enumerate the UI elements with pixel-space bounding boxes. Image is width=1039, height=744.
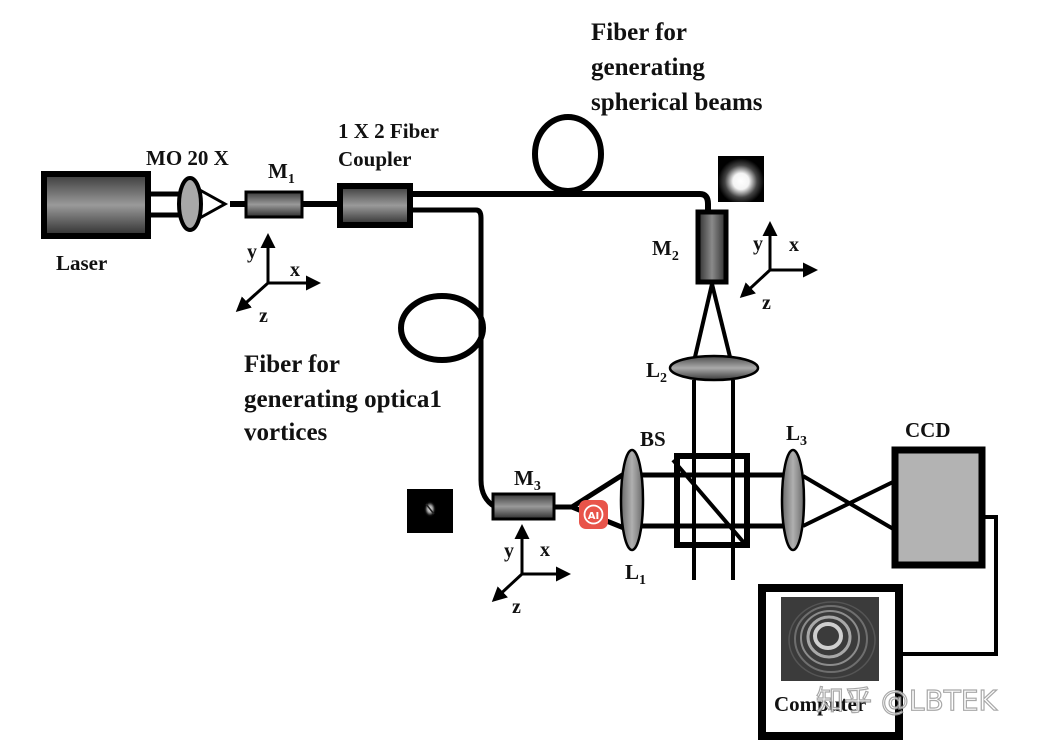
beam-l3-ccd: [801, 474, 897, 532]
lens-l3: [780, 448, 806, 552]
fiber-spherical-label-line3: spherical beams: [591, 89, 763, 116]
ccd-label: CCD: [905, 418, 951, 442]
spherical-beam-image: [718, 156, 764, 202]
fiber-vortex-label-line1: Fiber for: [244, 351, 340, 378]
lens-l2: [668, 354, 760, 382]
ccd-camera: [891, 446, 986, 569]
beam-m2-l2: [693, 283, 732, 358]
beam-l2-bs: [692, 380, 735, 580]
m3-coupler: [491, 492, 556, 521]
l2-label: L2: [646, 358, 667, 386]
l1-label: L1: [625, 560, 646, 588]
fiber-spherical: [410, 114, 711, 212]
m2-label: M2: [652, 236, 679, 264]
m1-coupler: [244, 190, 304, 219]
axis-z-label: z: [762, 292, 771, 314]
axis-x-label: x: [290, 259, 300, 281]
axis-y-label: y: [504, 540, 514, 562]
interference-rings: [788, 601, 876, 679]
fiber-vortex-label-line2: generating optica1: [244, 386, 442, 413]
beam-splitter: [671, 453, 750, 548]
computer-label: Computer: [774, 692, 866, 716]
axes-m2: [739, 221, 818, 299]
l3-label: L3: [786, 421, 807, 449]
watermark: 知乎 @LBTEK: [816, 684, 998, 717]
fiber-coupler: [337, 183, 413, 228]
fiber-vortex-label-line3: vortices: [244, 419, 328, 446]
computer: [758, 584, 903, 740]
ccd-cable: [902, 515, 998, 656]
axis-y-label: y: [753, 233, 763, 255]
axis-y-label: y: [247, 241, 257, 263]
fiber-spherical-label-line1: Fiber for: [591, 19, 687, 46]
coupler-label-line1: 1 X 2 Fiber: [338, 119, 439, 143]
ai-badge[interactable]: AI: [579, 500, 608, 529]
vortex-beam-image: [407, 489, 453, 533]
laser-label: Laser: [56, 251, 107, 275]
fiber-vortex: [398, 207, 499, 511]
axis-x-label: x: [540, 539, 550, 561]
axes-m3: [491, 524, 571, 603]
beam-l1-l3: [642, 472, 785, 529]
coupler-label-line2: Coupler: [338, 147, 412, 171]
axis-z-label: z: [512, 596, 521, 618]
m1-label: M1: [268, 159, 295, 187]
m3-label: M3: [514, 466, 541, 494]
lens-l1: [619, 448, 645, 552]
axis-z-label: z: [259, 305, 268, 327]
bs-label: BS: [640, 427, 666, 451]
microscope-objective: [177, 176, 229, 232]
axes-m1: [235, 233, 321, 313]
m2-coupler: [695, 209, 729, 285]
axis-x-label: x: [789, 234, 799, 256]
laser: [41, 171, 192, 239]
objective-label: MO 20 X: [146, 146, 229, 170]
fiber-spherical-label-line2: generating: [591, 54, 705, 81]
svg-text:AI: AI: [588, 511, 599, 522]
